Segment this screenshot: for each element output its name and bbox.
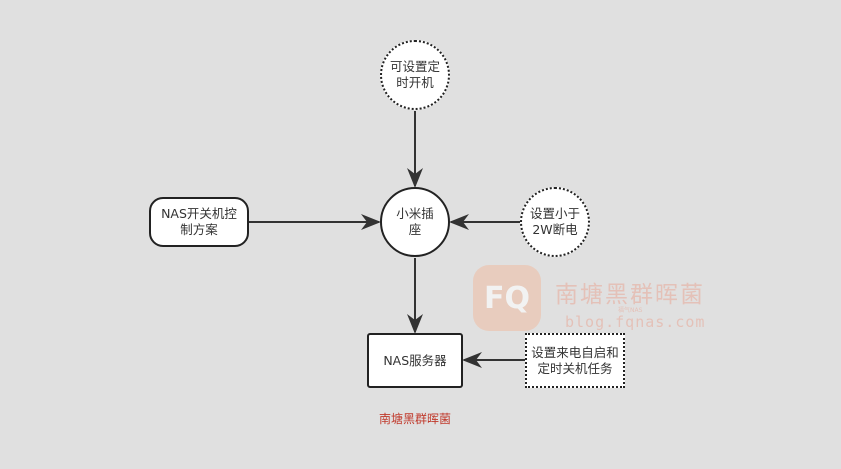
watermark-logo: FQ <box>473 265 541 331</box>
node-label: NAS开关机控制方案 <box>161 206 237 237</box>
node-nas-power-plan: NAS开关机控制方案 <box>149 197 249 247</box>
node-label: 小米插座 <box>396 206 434 237</box>
caption: 南塘黑群晖菌 <box>378 412 452 426</box>
node-scheduled-boot: 可设置定时开机 <box>380 40 450 110</box>
node-label: 设置来电自启和定时关机任务 <box>531 344 619 376</box>
node-label: 设置小于2W断电 <box>529 206 580 237</box>
watermark-url: blog.fqnas.com <box>565 313 706 331</box>
watermark-sub: 福气NAS <box>618 307 643 314</box>
node-label: 可设置定时开机 <box>389 59 440 90</box>
node-label: NAS服务器 <box>383 352 447 368</box>
node-xiaomi-plug: 小米插座 <box>380 187 450 257</box>
node-auto-start-task: 设置来电自启和定时关机任务 <box>525 333 625 388</box>
node-nas-server: NAS服务器 <box>367 333 463 388</box>
watermark-name: 南塘黑群晖菌 <box>555 282 705 308</box>
node-power-cutoff: 设置小于2W断电 <box>520 187 590 257</box>
